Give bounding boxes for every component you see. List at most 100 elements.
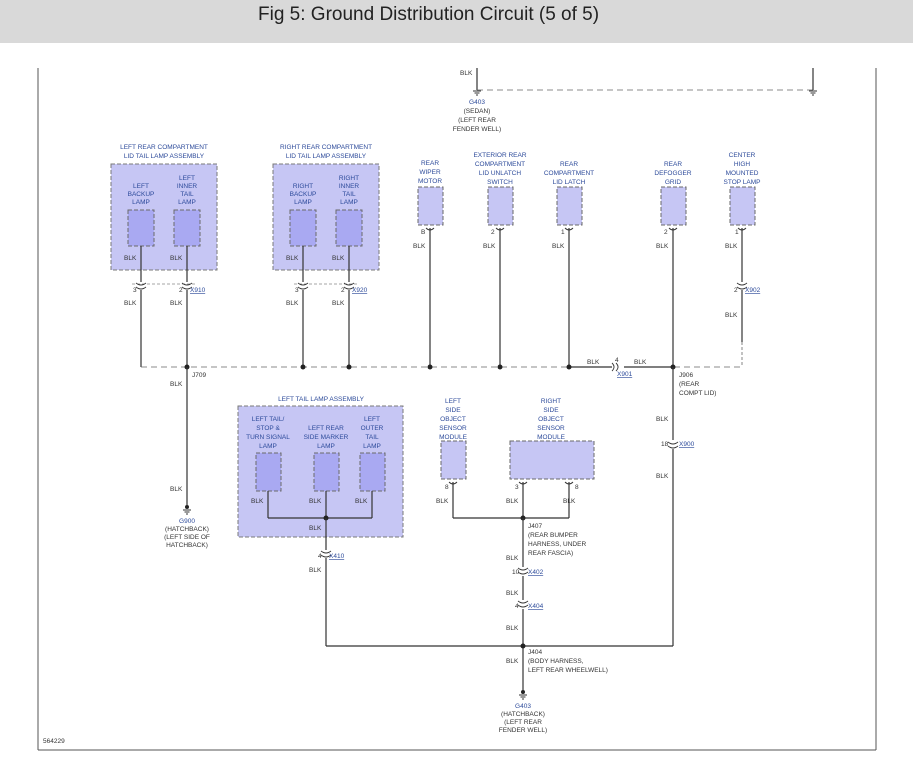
- svg-text:BACKUP: BACKUP: [290, 191, 317, 198]
- svg-text:BLK: BLK: [656, 243, 669, 250]
- svg-text:BLK: BLK: [506, 590, 519, 597]
- splice-j407: J407 (REAR BUMPER HARNESS, UNDER REAR FA…: [453, 515, 586, 567]
- svg-text:BACKUP: BACKUP: [128, 191, 155, 198]
- svg-text:BLK: BLK: [170, 486, 183, 493]
- svg-text:2: 2: [491, 229, 495, 236]
- svg-text:TAIL: TAIL: [342, 191, 356, 198]
- connector-x920: 3 2 X920 BLK BLK: [286, 282, 368, 307]
- svg-text:2: 2: [341, 287, 345, 294]
- svg-text:(SEDAN): (SEDAN): [464, 108, 491, 115]
- connector-x902: 2 X902 BLK: [725, 282, 761, 367]
- svg-text:LID UNLATCH: LID UNLATCH: [479, 170, 521, 177]
- svg-text:BLK: BLK: [309, 525, 322, 532]
- svg-text:FENDER WELL): FENDER WELL): [499, 727, 547, 734]
- component-chmsl: CENTER HIGH MOUNTED STOP LAMP 1 BLK: [724, 152, 761, 282]
- connector-x402: 10 X402 BLK: [506, 567, 544, 600]
- svg-text:STOP LAMP: STOP LAMP: [724, 179, 761, 186]
- svg-text:(REAR: (REAR: [679, 381, 700, 388]
- svg-text:GRID: GRID: [665, 179, 682, 186]
- svg-text:BLK: BLK: [506, 625, 519, 632]
- svg-text:(LEFT SIDE OF: (LEFT SIDE OF: [164, 534, 210, 541]
- svg-text:LAMP: LAMP: [259, 443, 277, 450]
- svg-text:1: 1: [735, 229, 739, 236]
- svg-text:X900: X900: [679, 441, 695, 448]
- svg-text:EXTERIOR REAR: EXTERIOR REAR: [473, 152, 526, 159]
- svg-text:TAIL: TAIL: [365, 434, 379, 441]
- svg-text:BLK: BLK: [332, 255, 345, 262]
- svg-text:MOTOR: MOTOR: [418, 178, 442, 185]
- svg-text:BLK: BLK: [506, 498, 519, 505]
- svg-text:BLK: BLK: [634, 359, 647, 366]
- component-right-object-sensor: RIGHT SIDE OBJECT SENSOR MODULE 3 8 BLK …: [506, 398, 595, 518]
- svg-text:CENTER: CENTER: [729, 152, 756, 159]
- svg-text:INNER: INNER: [339, 183, 360, 190]
- component-lid-unlatch-switch: EXTERIOR REAR COMPARTMENT LID UNLATCH SW…: [473, 152, 527, 367]
- svg-text:(HATCHBACK): (HATCHBACK): [501, 711, 545, 718]
- svg-text:BLK: BLK: [124, 255, 137, 262]
- svg-text:(BODY HARNESS,: (BODY HARNESS,: [528, 658, 584, 665]
- svg-text:4: 4: [615, 357, 619, 364]
- ground-g403-sedan: BLK G403 (SEDAN) (LEFT REAR FENDER WELL): [453, 68, 818, 133]
- svg-text:BLK: BLK: [656, 473, 669, 480]
- svg-text:BLK: BLK: [725, 243, 738, 250]
- svg-text:BLK: BLK: [124, 300, 137, 307]
- svg-text:(LEFT REAR: (LEFT REAR: [504, 719, 542, 726]
- svg-text:BLK: BLK: [309, 567, 322, 574]
- svg-text:10: 10: [512, 569, 520, 576]
- svg-text:G403: G403: [515, 703, 531, 710]
- svg-text:BLK: BLK: [563, 498, 576, 505]
- svg-text:OBJECT: OBJECT: [538, 416, 564, 423]
- splice-j906-labels: J906 (REAR COMPT LID) BLK: [656, 367, 716, 440]
- svg-text:SENSOR: SENSOR: [537, 425, 565, 432]
- svg-text:BLK: BLK: [587, 359, 600, 366]
- component-lid-latch: REAR COMPARTMENT LID LATCH 1 BLK: [544, 161, 594, 367]
- component-left-outer-tail-lamp: LEFT OUTER TAIL LAMP: [359, 416, 386, 492]
- component-left-object-sensor: LEFT SIDE OBJECT SENSOR MODULE 8 BLK: [436, 398, 468, 518]
- svg-text:J906: J906: [679, 372, 693, 379]
- svg-text:3: 3: [295, 287, 299, 294]
- svg-text:18: 18: [661, 441, 669, 448]
- svg-text:BLK: BLK: [436, 498, 449, 505]
- assembly-left-rear-lid: LEFT REAR COMPARTMENT LID TAIL LAMP ASSE…: [110, 144, 218, 282]
- wire-label: BLK: [460, 70, 473, 77]
- svg-text:MODULE: MODULE: [537, 434, 565, 441]
- svg-text:HATCHBACK): HATCHBACK): [166, 542, 208, 549]
- svg-text:3: 3: [133, 287, 137, 294]
- svg-text:(LEFT REAR: (LEFT REAR: [458, 117, 496, 124]
- svg-text:LID TAIL LAMP ASSEMBLY: LID TAIL LAMP ASSEMBLY: [124, 153, 205, 160]
- svg-text:BLK: BLK: [251, 498, 264, 505]
- svg-text:LID LATCH: LID LATCH: [553, 179, 586, 186]
- svg-text:(HATCHBACK): (HATCHBACK): [165, 526, 209, 533]
- svg-text:LEFT TAIL/: LEFT TAIL/: [252, 416, 285, 423]
- svg-text:LEFT TAIL LAMP ASSEMBLY: LEFT TAIL LAMP ASSEMBLY: [278, 396, 365, 403]
- assembly-left-tail-lamp: LEFT TAIL LAMP ASSEMBLY LEFT TAIL/ STOP …: [237, 396, 404, 550]
- svg-text:COMPT LID): COMPT LID): [679, 390, 716, 397]
- figure-title: Fig 5: Ground Distribution Circuit (5 of…: [258, 4, 600, 25]
- svg-text:TURN SIGNAL: TURN SIGNAL: [246, 434, 290, 441]
- svg-text:BLK: BLK: [355, 498, 368, 505]
- svg-text:MOUNTED: MOUNTED: [726, 170, 759, 177]
- svg-text:LEFT: LEFT: [445, 398, 461, 405]
- svg-text:LAMP: LAMP: [340, 199, 358, 206]
- connector-x404: 4 X404 BLK: [506, 600, 544, 690]
- svg-text:X404: X404: [528, 603, 544, 610]
- svg-text:J404: J404: [528, 649, 542, 656]
- svg-text:LEFT: LEFT: [133, 183, 149, 190]
- svg-text:LEFT REAR WHEELWELL): LEFT REAR WHEELWELL): [528, 667, 608, 674]
- svg-text:BLK: BLK: [483, 243, 496, 250]
- svg-text:DEFOGGER: DEFOGGER: [654, 170, 692, 177]
- svg-text:WIPER: WIPER: [419, 169, 441, 176]
- svg-text:X910: X910: [190, 287, 206, 294]
- component-left-backup-lamp: LEFT BACKUP LAMP: [127, 183, 155, 247]
- component-rear-wiper-motor: REAR WIPER MOTOR B BLK: [413, 160, 444, 367]
- svg-text:BLK: BLK: [286, 255, 299, 262]
- svg-text:REAR: REAR: [560, 161, 578, 168]
- svg-text:BLK: BLK: [506, 658, 519, 665]
- svg-text:HARNESS, UNDER: HARNESS, UNDER: [528, 541, 586, 548]
- svg-text:SIDE: SIDE: [543, 407, 559, 414]
- svg-text:X920: X920: [352, 287, 368, 294]
- svg-text:BLK: BLK: [170, 255, 183, 262]
- svg-text:X402: X402: [528, 569, 544, 576]
- assembly-right-rear-lid: RIGHT REAR COMPARTMENT LID TAIL LAMP ASS…: [272, 144, 380, 282]
- svg-text:STOP &: STOP &: [256, 425, 280, 432]
